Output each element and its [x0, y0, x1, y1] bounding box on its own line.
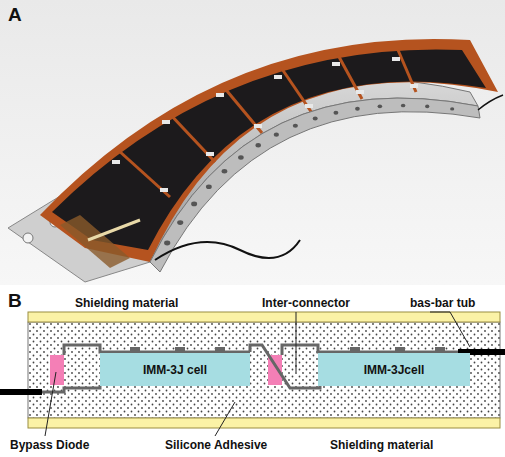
part-label: bas-bar tub	[410, 296, 475, 311]
cell-label: IMM-3J cell	[143, 363, 207, 377]
solar-cell: IMM-3Jcell	[318, 353, 470, 386]
part-label: Silicone Adhesive	[165, 438, 267, 453]
panel-letter: A	[8, 4, 22, 26]
panel-letter: B	[8, 290, 22, 312]
part-label: Shielding material	[75, 296, 178, 311]
part-label: Shielding material	[330, 438, 433, 453]
cell-label: IMM-3Jcell	[364, 363, 425, 377]
solar-cell: IMM-3J cell	[100, 353, 250, 386]
cross-section	[0, 312, 505, 436]
photo	[0, 0, 505, 285]
part-label: Bypass Diode	[10, 438, 89, 453]
part-label: Inter-connector	[262, 296, 350, 311]
